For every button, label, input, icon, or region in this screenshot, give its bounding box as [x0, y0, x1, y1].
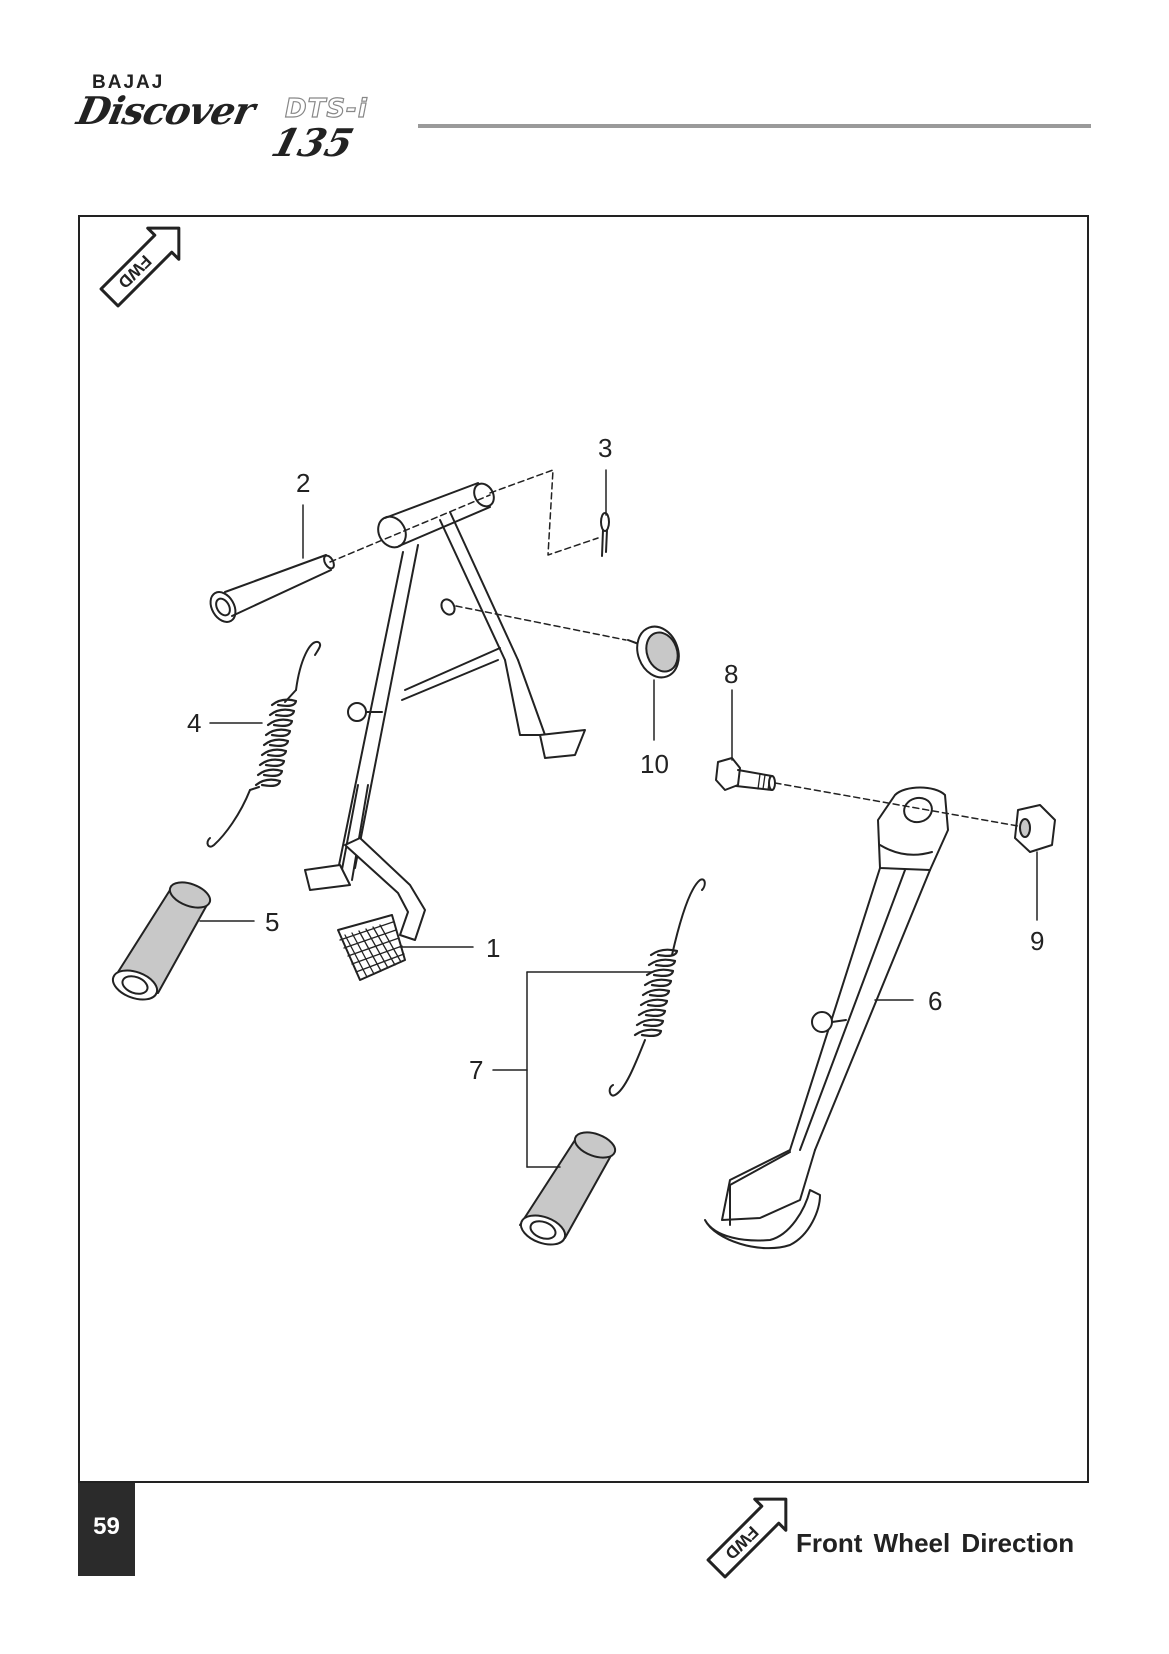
callout-labels: 1 2 3 4 5 6 7 8 9 10	[187, 433, 1044, 1085]
callout-2: 2	[296, 468, 310, 498]
header-rule	[418, 124, 1091, 128]
brand-logo: BAJAJ Discover DTS-i 135	[73, 72, 418, 167]
stopper-part	[627, 625, 680, 679]
side-stand-part	[704, 786, 949, 1250]
spring-4-part	[206, 640, 322, 848]
split-pin-part	[600, 512, 610, 557]
brand-maker: BAJAJ	[92, 72, 165, 93]
callout-8: 8	[724, 659, 738, 689]
front-wheel-direction-legend: Front Wheel Direction	[796, 1528, 1075, 1558]
callout-10: 10	[640, 749, 669, 779]
fwd-arrow-icon-footer: FWD	[706, 1497, 788, 1579]
fwd-arrow-icon: FWD	[99, 226, 181, 308]
leader-lines	[199, 469, 1038, 1168]
callout-3: 3	[598, 433, 612, 463]
diagram-frame	[78, 215, 1089, 1483]
callout-1: 1	[486, 933, 500, 963]
callout-9: 9	[1030, 926, 1044, 956]
page-number: 59	[78, 1483, 135, 1576]
bolt-part	[715, 757, 776, 791]
callout-7: 7	[469, 1055, 483, 1085]
nut-part	[1014, 804, 1056, 853]
callout-4: 4	[187, 708, 201, 738]
pivot-pin-part	[209, 554, 335, 623]
rubber-sleeve-5-part	[111, 881, 212, 1001]
callout-5: 5	[265, 907, 279, 937]
rubber-sleeve-7-part	[519, 1131, 617, 1246]
brand-variant: DTS-i	[284, 93, 368, 124]
assembly-dashed-lines	[329, 469, 1019, 827]
callout-6: 6	[928, 986, 942, 1016]
main-stand-part	[304, 482, 586, 981]
spring-7-part	[608, 878, 706, 1097]
